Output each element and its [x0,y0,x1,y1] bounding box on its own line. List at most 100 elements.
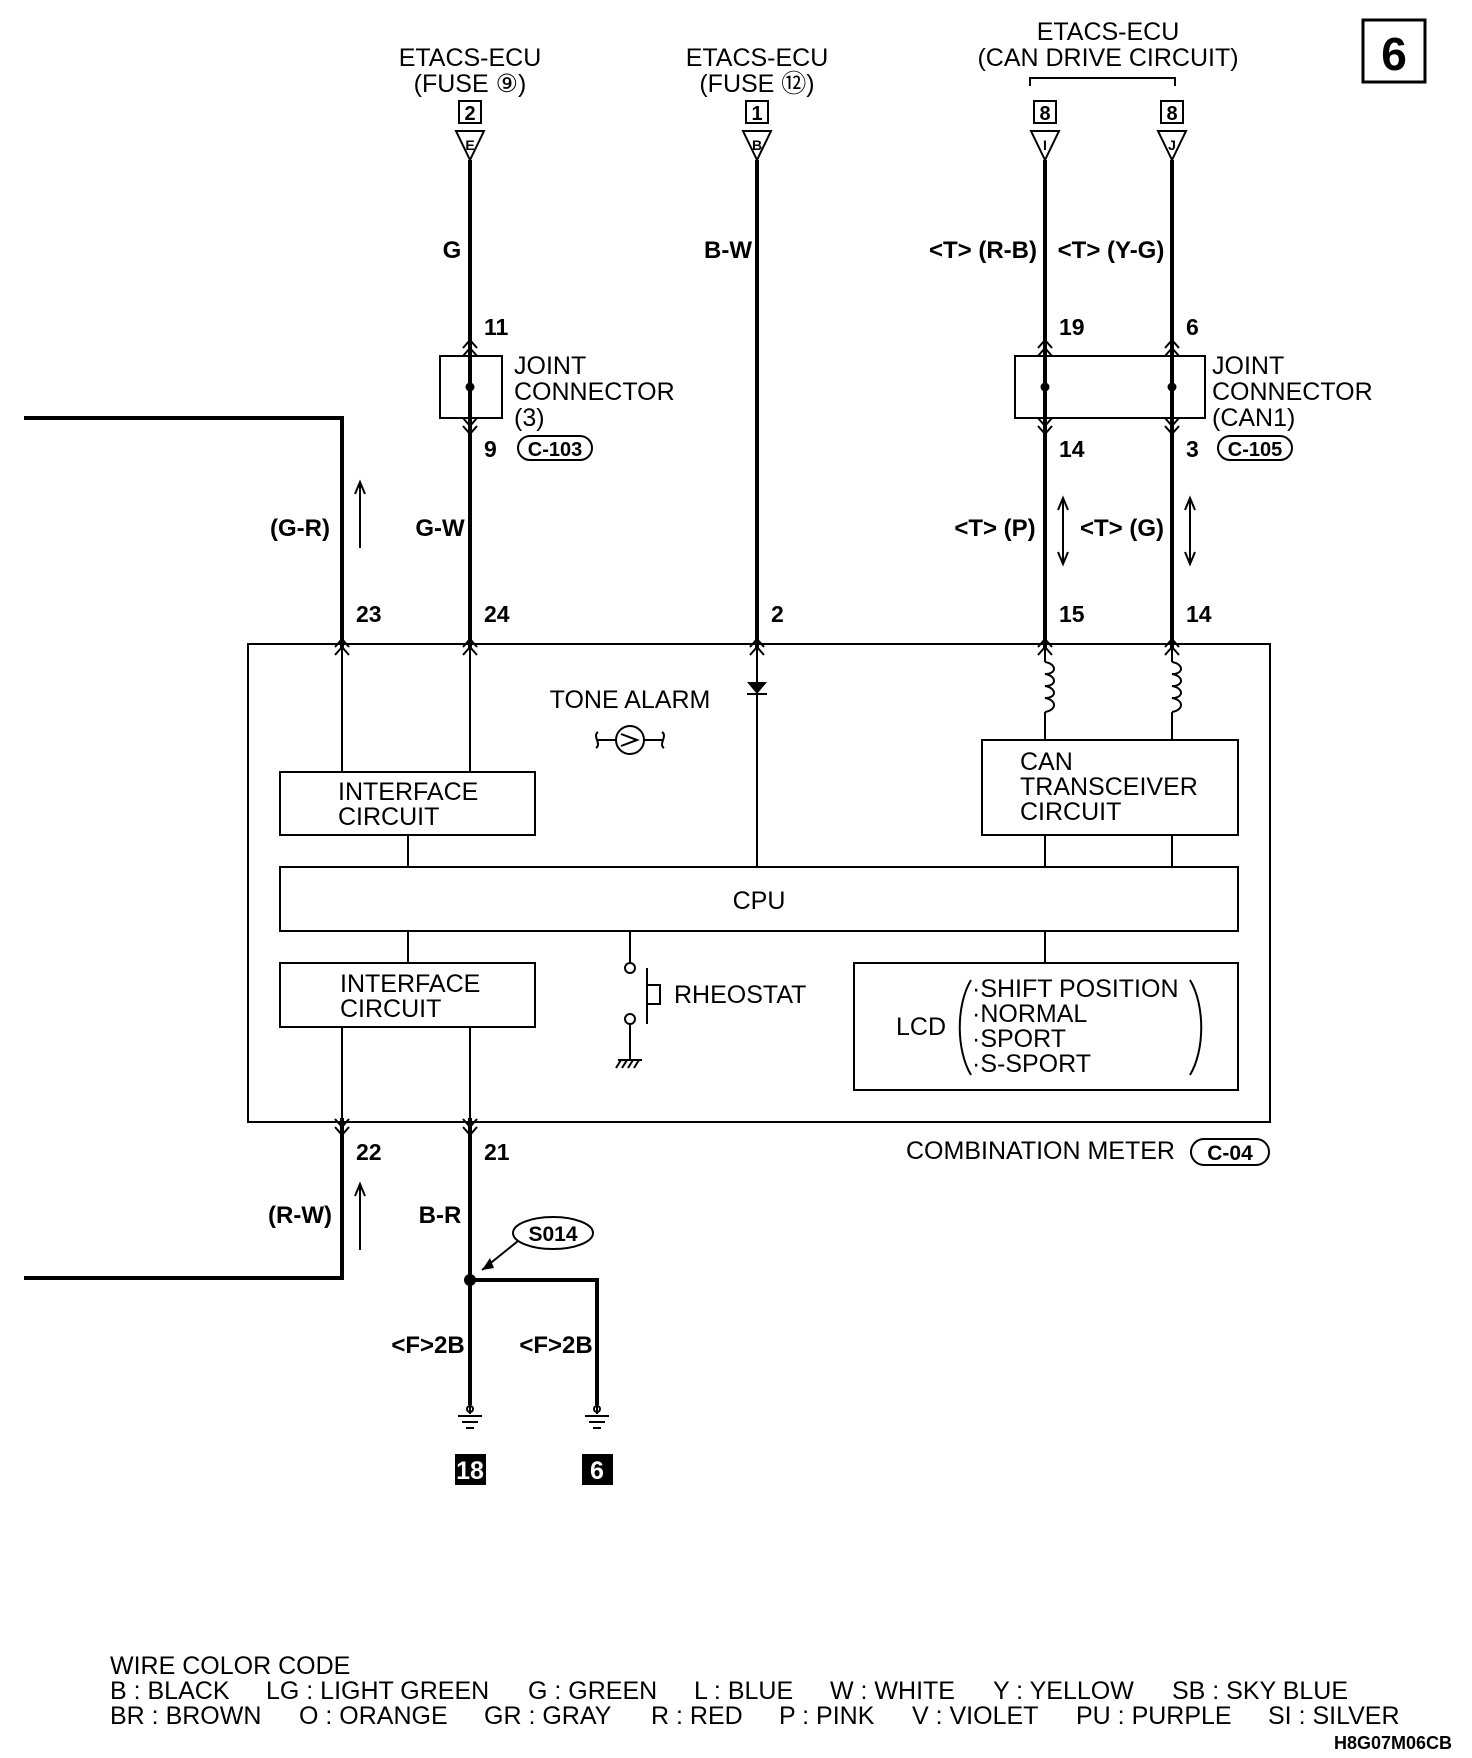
lcd-block [853,962,1239,1091]
can-transceiver-line1: CAN [1020,748,1073,776]
joint-connector-3-line1: JOINT [514,352,586,380]
lcd-item-3: ·SPORT [972,1025,1066,1053]
terminal-marker [1156,130,1188,163]
wire-label-g-w: G-W [415,515,465,542]
legend-title: WIRE COLOR CODE [110,1652,350,1680]
page-number-text: 6 [1381,28,1407,80]
wire-r-w [24,1118,344,1280]
wire-label-f2b-right: <F>2B [519,1332,592,1359]
lcd-item-2: ·NORMAL [972,1000,1087,1028]
ground-number-badge [582,1454,613,1485]
source-can-line2: (CAN DRIVE CIRCUIT) [977,44,1238,72]
pin-14-meter: 14 [1186,601,1212,627]
source-can-terminal-right: J [1168,137,1176,153]
joint-connector-can1: JOINT CONNECTOR (CAN1) C-105 [1014,338,1373,461]
interface-bottom-line2: CIRCUIT [340,995,441,1023]
source-fuse12-line2: (FUSE ⑫) [699,70,814,98]
cpu-label: CPU [733,887,786,915]
wire-label-t-r-b: <T> (R-B) [929,237,1037,264]
connector-pin-box [1160,100,1184,124]
legend-code: GR : GRAY [484,1702,612,1730]
connector-pin-box [745,100,769,124]
terminal-marker [741,130,773,163]
ground-right: 6 [582,1405,613,1485]
legend-code: G : GREEN [528,1677,657,1705]
interface-circuit-bottom [279,962,536,1028]
source-fuse9-terminal: E [465,137,474,153]
combination-meter: TONE ALARM INTERFACE CIRCUIT CAN TRANSCE… [247,637,1271,1137]
pin-2: 2 [771,601,784,627]
source-fuse9-line1: ETACS-ECU [399,44,542,72]
source-fuse9-line2: (FUSE ⑨) [414,70,527,98]
source-can-pin-right: 8 [1166,103,1177,125]
page-number: 6 [1361,18,1427,84]
arrow-up-icon [354,1181,366,1250]
legend-code: R : RED [651,1702,743,1730]
legend-code: V : VIOLET [912,1702,1038,1730]
interface-bottom-line1: INTERFACE [340,970,480,998]
splice-dot-icon [464,1274,476,1286]
terminal-marker [454,130,486,163]
connector-code-badge [1190,1138,1270,1166]
source-etacs-fuse12: ETACS-ECU (FUSE ⑫) 1 B [686,44,828,163]
pointer-arrow-icon [482,1258,494,1270]
joint-connector-3-line3: (3) [514,404,545,432]
source-etacs-fuse9: ETACS-ECU (FUSE ⑨) 2 E [399,44,542,163]
lcd-item-1: ·SHIFT POSITION [972,975,1179,1003]
joint-connector-3: JOINT CONNECTOR (3) C-103 [439,338,675,461]
lcd-label: LCD [896,1013,946,1041]
pin-9: 9 [484,436,497,462]
pin-6: 6 [1186,314,1199,340]
cpu-block [279,866,1239,932]
arrow-bidirectional-icon [1184,495,1196,567]
terminal-marker [1029,130,1061,163]
splice-s014: S014 [464,1216,594,1286]
combination-meter-code: C-04 [1207,1142,1253,1165]
legend-code: B : BLACK [110,1677,230,1705]
lcd-bracket-right [1189,979,1203,1076]
connector-chevron-icon [1037,338,1053,436]
joint-connector-can1-line1: JOINT [1212,352,1284,380]
tone-alarm-label: TONE ALARM [550,686,711,714]
pin-22: 22 [356,1139,382,1165]
legend-code: BR : BROWN [110,1702,261,1730]
ground-icon [585,1415,609,1429]
wire-label-b-r: B-R [419,1202,462,1229]
pin-24: 24 [484,601,510,627]
wire-label-b-w: B-W [704,237,752,264]
pin-23: 23 [356,601,382,627]
ground-number-badge [455,1454,486,1485]
interface-top-line1: INTERFACE [338,778,478,806]
legend-code: P : PINK [779,1702,875,1730]
wire-g-r [24,416,344,648]
joint-connector-can1-line2: CONNECTOR [1212,378,1373,406]
lcd-item-4: ·S-SPORT [972,1050,1091,1078]
arrow-up-icon [354,479,366,548]
connector-code-badge [517,435,593,461]
connector-chevron-icon [1164,338,1180,436]
source-can-line1: ETACS-ECU [1037,18,1180,46]
source-bracket [1029,77,1176,86]
legend-code: O : ORANGE [299,1702,448,1730]
source-etacs-can: ETACS-ECU (CAN DRIVE CIRCUIT) 8 I 8 J [977,18,1239,163]
inductor-coil-icon [1044,661,1055,713]
wire-label-t-g: <T> (G) [1080,515,1164,542]
joint-connector-can1-line3: (CAN1) [1212,404,1295,432]
connector-chevron-icon [334,1118,478,1137]
connector-pin-box [1033,100,1057,124]
source-fuse12-terminal: B [752,137,762,153]
wire-2b-right [470,1278,599,1405]
wires [24,160,1174,1405]
legend-code: SB : SKY BLUE [1172,1677,1348,1705]
can-transceiver-line3: CIRCUIT [1020,798,1121,826]
legend-code: L : BLUE [694,1677,793,1705]
connector-chevron-icon [462,338,478,436]
source-can-pin-left: 8 [1039,103,1050,125]
connector-code-badge [1217,435,1293,461]
lcd-bracket-left [958,979,972,1076]
interface-circuit-top [279,771,536,836]
wire-color-legend: WIRE COLOR CODE B : BLACK LG : LIGHT GRE… [110,1652,1400,1730]
figure-code: H8G07M06CB [1334,1733,1452,1753]
legend-code: Y : YELLOW [993,1677,1134,1705]
pin-3: 3 [1186,436,1199,462]
